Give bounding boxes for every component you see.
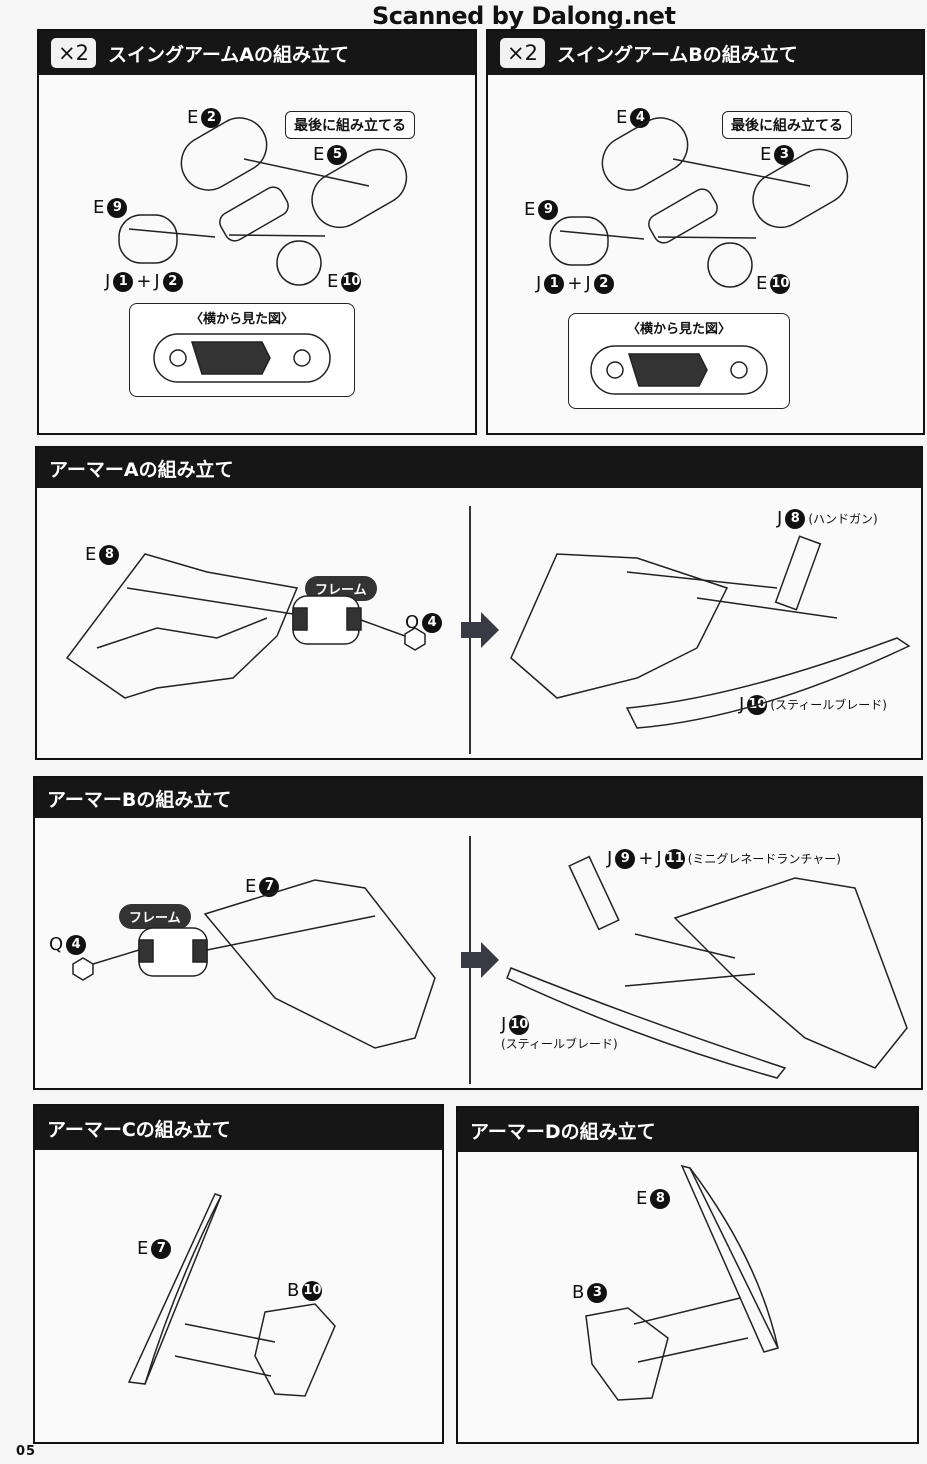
panel-header: アーマーAの組み立て xyxy=(37,448,921,488)
quantity-badge: ×2 xyxy=(500,38,545,68)
swing-arm-parts-illustration xyxy=(118,117,408,286)
panel-title: スイングアームAの組み立て xyxy=(107,43,349,66)
side-view-illustration xyxy=(590,345,768,395)
armor-b-step1-illustration xyxy=(72,879,436,1049)
armor-d-illustration xyxy=(585,1164,780,1401)
panel-header: アーマーBの組み立て xyxy=(35,778,921,818)
armor-b-step2-illustration xyxy=(506,855,908,1079)
panel-title: アーマーAの組み立て xyxy=(49,458,234,481)
page-number: 05 xyxy=(16,1444,37,1459)
armor-a-step2-illustration xyxy=(510,535,911,729)
panel-header: アーマーDの組み立て xyxy=(458,1108,917,1152)
quantity-badge: ×2 xyxy=(51,38,96,68)
panel-header: ×2 スイングアームAの組み立て xyxy=(39,31,475,75)
armor-a-step1-illustration xyxy=(65,553,426,699)
panel-title: アーマーBの組み立て xyxy=(47,788,232,811)
next-step-arrow-icon xyxy=(461,942,499,978)
panel-header: アーマーCの組み立て xyxy=(35,1106,442,1150)
frame-label: フレーム xyxy=(119,904,191,929)
next-step-arrow-icon xyxy=(461,612,499,648)
side-view-inset: 〈横から見た図〉 xyxy=(129,303,355,397)
panel-title: アーマーCの組み立て xyxy=(47,1118,231,1141)
panel-title: スイングアームBの組み立て xyxy=(556,43,798,66)
panel-title: アーマーDの組み立て xyxy=(470,1120,656,1143)
callout-assemble-last: 最後に組み立てる xyxy=(285,111,415,139)
panel-header: ×2 スイングアームBの組み立て xyxy=(488,31,923,75)
side-view-illustration xyxy=(153,333,331,383)
swing-arm-parts-illustration xyxy=(549,117,849,288)
side-view-inset: 〈横から見た図〉 xyxy=(568,313,790,409)
armor-c-illustration xyxy=(127,1193,336,1397)
watermark: Scanned by Dalong.net xyxy=(372,2,676,30)
callout-assemble-last: 最後に組み立てる xyxy=(722,111,852,139)
